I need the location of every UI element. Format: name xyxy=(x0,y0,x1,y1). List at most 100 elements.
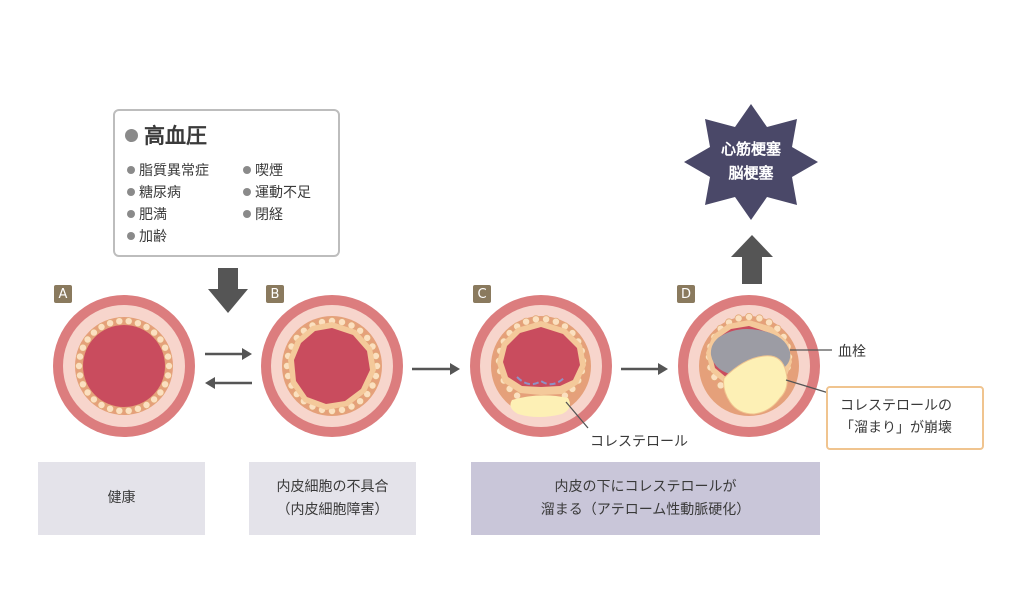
endothelial-cell xyxy=(89,328,98,337)
endothelial-cell xyxy=(78,380,87,389)
outcome-label: 心筋梗塞 脳梗塞 xyxy=(701,137,801,185)
forward-arrow-icon xyxy=(412,363,460,375)
stage-badge-d: D xyxy=(677,285,695,303)
risk-item: 糖尿病 xyxy=(127,182,181,202)
caption-text: 内皮細胞の不具合 xyxy=(276,478,389,495)
endothelial-cell xyxy=(161,343,170,352)
endothelial-cell xyxy=(142,322,151,331)
endothelial-cell xyxy=(75,361,84,370)
risk-item: 喫煙 xyxy=(243,160,283,180)
rupture-leader-line xyxy=(785,379,833,395)
outcome-line: 脳梗塞 xyxy=(728,164,774,182)
risk-item: 運動不足 xyxy=(243,182,311,202)
endothelial-cell xyxy=(124,317,133,326)
caption-stage-a: 健康 xyxy=(38,462,205,535)
stage-badge-a: A xyxy=(54,285,72,303)
caption-text: 内皮の下にコレステロールが xyxy=(554,478,737,495)
endothelial-cell xyxy=(97,400,106,409)
endothelial-cell xyxy=(124,406,133,415)
endothelial-cell xyxy=(734,314,743,323)
endothelial-cell xyxy=(76,371,85,380)
endothelial-cell xyxy=(83,335,92,344)
risk-item-label: 閉経 xyxy=(255,207,283,223)
risk-item-label: 運動不足 xyxy=(255,185,311,201)
endothelial-cell xyxy=(163,371,172,380)
caption-stage-b: 内皮細胞の不具合 （内皮細胞障害） xyxy=(249,462,416,535)
endothelial-cell xyxy=(163,352,172,361)
risk-item-label: 喫煙 xyxy=(255,163,283,179)
endothelial-cell xyxy=(150,395,159,404)
forward-arrow-icon xyxy=(205,348,252,360)
endothelial-cell xyxy=(78,343,87,352)
endothelial-cell xyxy=(97,322,106,331)
caption-text: 溜まる（アテローム性動脈硬化） xyxy=(540,501,751,518)
bullet-icon xyxy=(127,232,135,240)
caption-text: 健康 xyxy=(107,490,136,506)
endothelial-cell xyxy=(133,319,142,328)
endothelium-ring xyxy=(75,317,173,415)
endothelial-cell xyxy=(156,388,165,397)
bullet-icon xyxy=(243,188,251,196)
endothelial-cell xyxy=(356,397,365,406)
endothelial-cell xyxy=(106,404,115,413)
risk-main-label: 高血圧 xyxy=(144,124,207,148)
bullet-icon xyxy=(127,166,135,174)
thrombus-label: 血栓 xyxy=(838,344,866,360)
artery-b xyxy=(261,295,403,437)
risk-item-label: 加齢 xyxy=(139,229,167,245)
stage-badge-b: B xyxy=(266,285,284,303)
artery-c xyxy=(470,295,612,437)
caption-text: （内皮細胞障害） xyxy=(276,501,389,518)
endothelial-cell xyxy=(133,404,142,413)
endothelial-cell xyxy=(161,380,170,389)
endothelial-cell xyxy=(542,315,551,324)
risk-item: 肥満 xyxy=(127,204,167,224)
cholesterol-label: コレステロール xyxy=(590,434,688,450)
bullet-icon xyxy=(127,188,135,196)
endothelial-cell xyxy=(76,352,85,361)
ruptured-plaque-shape xyxy=(723,355,788,415)
endothelial-cell xyxy=(115,317,124,326)
endothelial-cell xyxy=(106,319,115,328)
risk-main-item: 高血圧 xyxy=(125,120,207,150)
outcome-line: 心筋梗塞 xyxy=(720,140,781,158)
cholesterol-leader-line xyxy=(565,401,589,429)
up-arrow-icon xyxy=(731,235,773,284)
risk-item: 脂質異常症 xyxy=(127,160,209,180)
bullet-icon xyxy=(243,166,251,174)
endothelial-cell xyxy=(755,314,764,323)
callout-line: 「溜まり」が崩壊 xyxy=(840,420,952,436)
endothelial-cell xyxy=(142,400,151,409)
endothelial-cell xyxy=(363,333,372,342)
down-arrow-icon xyxy=(208,268,248,313)
endothelial-cell xyxy=(522,317,531,326)
risk-item: 加齢 xyxy=(127,226,167,246)
risk-item-label: 脂質異常症 xyxy=(139,163,209,179)
endothelial-cell xyxy=(83,388,92,397)
endothelial-cell xyxy=(765,318,774,327)
artery-d xyxy=(678,295,833,437)
callout-line: コレステロールの xyxy=(840,398,952,414)
risk-item-label: 肥満 xyxy=(139,207,167,223)
endothelial-cell xyxy=(745,312,754,321)
caption-stage-c: 内皮の下にコレステロールが 溜まる（アテローム性動脈硬化） xyxy=(471,462,820,535)
bullet-icon xyxy=(127,210,135,218)
endothelial-cell xyxy=(156,335,165,344)
endothelial-cell xyxy=(89,395,98,404)
back-arrow-icon xyxy=(205,377,252,389)
stage-badge-c: C xyxy=(473,285,491,303)
bullet-icon xyxy=(243,210,251,218)
risk-factors-box: 高血圧 脂質異常症 喫煙 糖尿病 運動不足 肥満 閉経 加齢 xyxy=(113,109,340,257)
endothelial-cell xyxy=(551,317,560,326)
artery-a xyxy=(53,295,195,437)
bullet-icon xyxy=(125,128,138,142)
risk-item: 閉経 xyxy=(243,204,283,224)
endothelial-cell xyxy=(115,406,124,415)
endothelial-cell xyxy=(164,361,173,370)
forward-arrow-icon xyxy=(621,363,668,375)
rupture-callout: コレステロールの 「溜まり」が崩壊 xyxy=(826,386,984,450)
burst-star-icon xyxy=(684,104,818,220)
risk-item-label: 糖尿病 xyxy=(139,185,181,201)
endothelial-cell xyxy=(150,328,159,337)
